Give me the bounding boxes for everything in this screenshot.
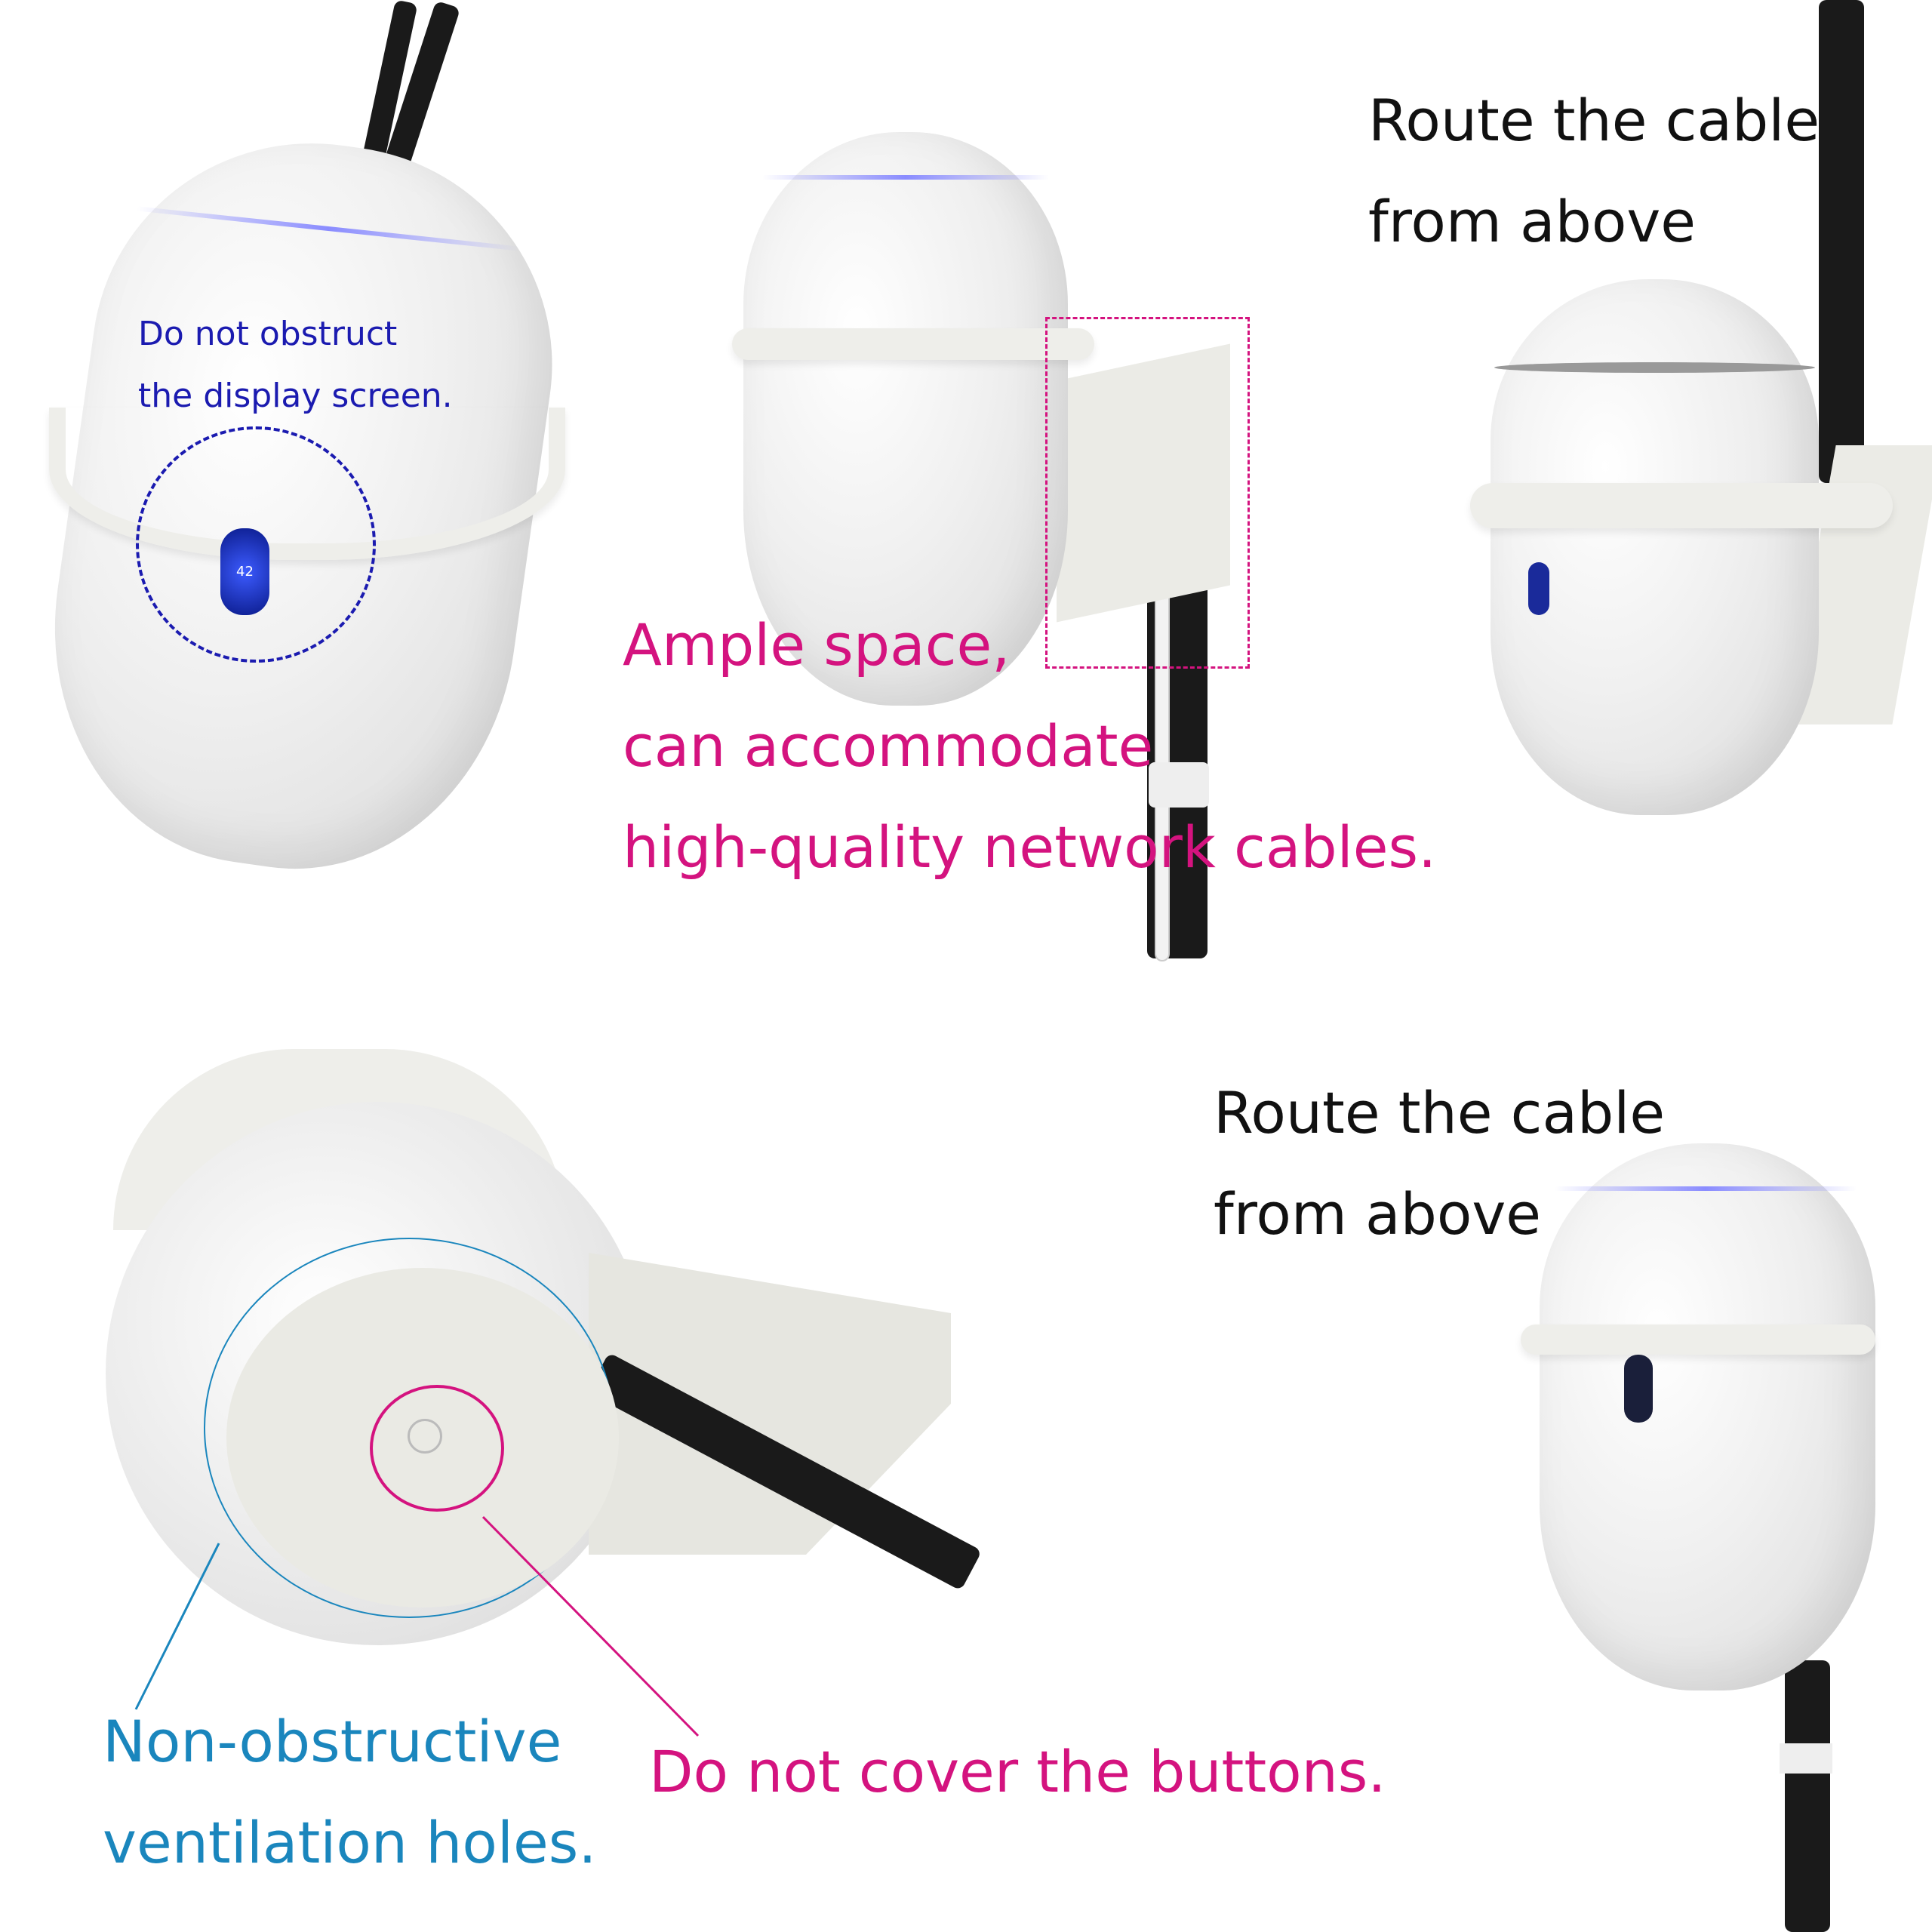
mount-ring xyxy=(1521,1324,1875,1355)
vent-pointer-arrow xyxy=(134,1543,220,1710)
router-device xyxy=(1540,1143,1875,1690)
caption-line: Route the cable xyxy=(1214,1079,1666,1146)
caption-line: Route the cable xyxy=(1368,87,1820,154)
caption-line: Non-obstructive xyxy=(103,1708,562,1775)
status-light xyxy=(1555,1186,1857,1191)
highlight-circle xyxy=(136,426,376,663)
mount-ring xyxy=(732,328,1094,360)
cable-bundle xyxy=(1785,1660,1830,1932)
caption-line: Do not obstruct xyxy=(138,315,398,353)
caption-line: from above xyxy=(1368,188,1697,255)
cable-strap xyxy=(1149,762,1209,808)
status-light xyxy=(762,175,1049,180)
caption-line: high-quality network cables. xyxy=(623,814,1437,881)
button-caption: Do not cover the buttons. xyxy=(649,1738,1386,1805)
caption-line: the display screen. xyxy=(138,377,453,415)
power-button-icon xyxy=(408,1419,442,1454)
button-pointer-arrow xyxy=(481,1515,700,1737)
caption-line: can accommodate xyxy=(623,712,1154,780)
caption-line: Ample space, xyxy=(623,611,1011,678)
display-screen: 42 xyxy=(220,528,269,615)
display-screen xyxy=(1528,562,1549,615)
button-highlight-circle xyxy=(370,1385,504,1512)
display-screen xyxy=(1624,1355,1653,1423)
cable-strap xyxy=(1780,1743,1832,1774)
status-light xyxy=(1494,362,1815,373)
caption-line: from above xyxy=(1214,1180,1542,1247)
cable-bundle xyxy=(1819,0,1864,483)
mount-ring xyxy=(1470,483,1893,528)
router-device xyxy=(743,132,1068,706)
highlight-box xyxy=(1045,317,1250,669)
display-value: 42 xyxy=(236,564,254,580)
caption-line: ventilation holes. xyxy=(103,1809,597,1876)
